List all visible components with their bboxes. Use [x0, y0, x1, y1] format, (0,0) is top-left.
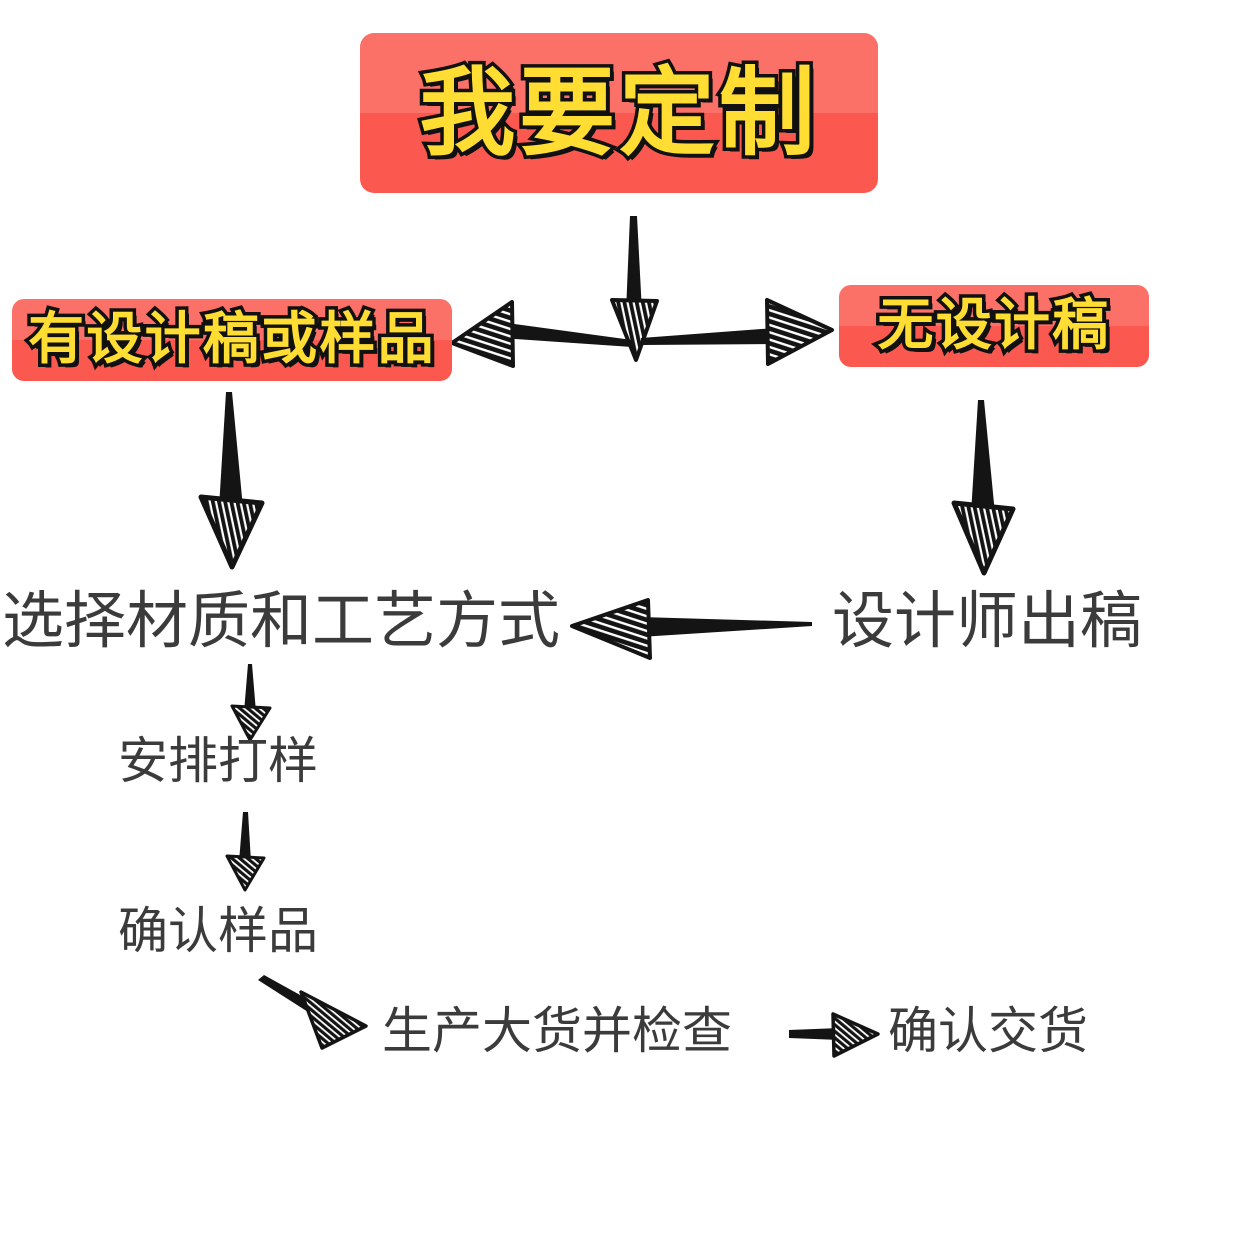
arrow-bulk-to-delivery [789, 1012, 880, 1058]
arrow-confirm-to-bulk [258, 975, 368, 1050]
node-confirm-sample: 确认样品 [118, 902, 318, 960]
node-arrange-sample: 安排打样 [118, 732, 318, 790]
arrow-split-right [641, 298, 834, 366]
arrow-split-left [450, 300, 632, 368]
arrow-title-down [610, 216, 659, 362]
node-confirm-delivery: 确认交货 [888, 1002, 1088, 1060]
arrow-has-design-down [198, 392, 265, 570]
arrow-material-to-sample [230, 664, 272, 742]
node-bulk-production: 生产大货并检查 [382, 1002, 732, 1060]
arrow-designer-to-material [570, 598, 812, 660]
title-banner-label: 我要定制 [416, 57, 819, 169]
node-select-material: 选择材质和工艺方式 [2, 584, 561, 657]
branch-banner-has-design[interactable]: 有设计稿或样品 [12, 299, 452, 381]
title-banner[interactable]: 我要定制 [360, 33, 878, 193]
arrow-sample-to-confirm [225, 812, 266, 892]
branch-banner-has-design-label: 有设计稿或样品 [25, 307, 437, 372]
branch-banner-no-design[interactable]: 无设计稿 [839, 285, 1149, 367]
node-designer-draft: 设计师出稿 [832, 584, 1143, 657]
branch-banner-no-design-label: 无设计稿 [874, 293, 1112, 358]
arrow-no-design-down [951, 400, 1016, 576]
